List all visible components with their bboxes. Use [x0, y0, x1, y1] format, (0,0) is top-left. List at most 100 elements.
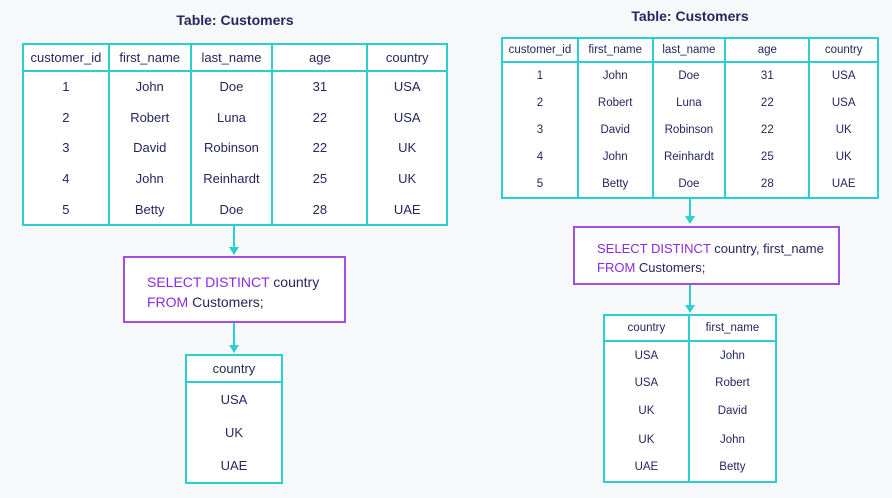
left-result-header-row: country: [186, 355, 282, 383]
right-customers-header-last-name: last_name: [652, 38, 727, 63]
left-sql-table: Customers;: [188, 294, 264, 310]
left-arrow-line-2: [233, 323, 235, 346]
left-customers-cell-last-name: Luna: [190, 101, 274, 133]
left-sql-columns: country: [269, 274, 320, 290]
right-customers-cell-age: 22: [725, 116, 811, 144]
left-customers-cell-first-name: David: [108, 132, 192, 164]
right-customers-cell-first-name: John: [577, 62, 654, 90]
left-customers-cell-last-name: Reinhardt: [190, 163, 274, 195]
left-result-cell-country: UAE: [220, 458, 248, 474]
right-result-cell-first-name: David: [717, 405, 748, 418]
right-customers-header-customer-id: customer_id: [502, 38, 579, 63]
table-row: USA Robert: [604, 369, 776, 398]
right-customers-cell-last-name: Doe: [652, 62, 727, 90]
table-row: UK John: [604, 425, 776, 454]
right-result-cell-first-name: Betty: [719, 461, 746, 474]
right-sql-table: Customers;: [635, 260, 706, 275]
right-sql-query-box: SELECT DISTINCT country, first_name FROM…: [573, 226, 840, 285]
left-sql-line-1: SELECT DISTINCT country: [147, 272, 344, 292]
right-customers-cell-country: UAE: [831, 177, 856, 190]
right-arrow-line-2: [689, 285, 691, 306]
left-customers-header-customer-id: customer_id: [23, 44, 110, 72]
table-row: UK: [186, 416, 282, 450]
right-result-cell-country: USA: [604, 369, 690, 398]
left-customers-cell-last-name: Doe: [190, 194, 274, 225]
left-arrow-line-1: [233, 226, 235, 248]
table-row: UAE: [186, 449, 282, 483]
right-sql-columns: country, first_name: [710, 241, 824, 256]
left-customers-cell-age: 28: [272, 194, 369, 225]
left-customers-cell-country: UAE: [393, 201, 421, 217]
left-customers-cell-country: USA: [393, 109, 421, 125]
left-customers-cell-country: UK: [398, 140, 417, 156]
right-customers-cell-customer-id: 3: [502, 116, 579, 144]
table-row: USA: [186, 382, 282, 416]
left-customers-header-first-name: first_name: [108, 44, 192, 72]
left-customers-cell-first-name: Robert: [108, 101, 192, 133]
left-customers-cell-customer-id: 2: [23, 101, 110, 133]
right-customers-cell-customer-id: 4: [502, 143, 579, 171]
right-customers-cell-last-name: Doe: [652, 170, 727, 198]
right-customers-cell-country: USA: [831, 96, 856, 109]
left-customers-cell-last-name: Robinson: [190, 132, 274, 164]
left-result-cell-country: USA: [220, 391, 248, 407]
right-sql-line-1: SELECT DISTINCT country, first_name: [597, 239, 838, 258]
right-arrow-head-2: [685, 305, 695, 313]
left-customers-header-age: age: [272, 44, 369, 72]
right-customers-cell-last-name: Luna: [652, 89, 727, 117]
right-arrow-line-1: [689, 199, 691, 217]
left-customers-cell-first-name: John: [108, 163, 192, 195]
right-result-header-first-name: first_name: [688, 315, 776, 342]
left-result-table: country USA UK UAE: [185, 354, 283, 484]
left-sql-line-2: FROM Customers;: [147, 292, 344, 312]
right-table-title: Table: Customers: [631, 8, 749, 24]
right-arrow-head-1: [685, 216, 695, 224]
right-customers-header-first-name: first_name: [577, 38, 654, 63]
right-customers-cell-customer-id: 1: [502, 62, 579, 90]
right-customers-cell-customer-id: 5: [502, 170, 579, 198]
right-customers-cell-country: UK: [835, 151, 852, 164]
left-arrow-head-1: [229, 247, 239, 255]
left-customers-cell-customer-id: 5: [23, 194, 110, 225]
right-sql-line-2: FROM Customers;: [597, 258, 838, 277]
right-customers-cell-first-name: Betty: [577, 170, 654, 198]
left-customers-cell-age: 31: [272, 71, 369, 102]
right-sql-keyword-select: SELECT DISTINCT: [597, 241, 711, 256]
right-result-cell-country: USA: [604, 341, 690, 370]
right-customers-header-age: age: [725, 38, 811, 63]
right-customers-cell-country: USA: [831, 70, 856, 83]
left-customers-cell-first-name: John: [108, 71, 192, 102]
right-result-cell-first-name: John: [719, 433, 745, 446]
left-customers-cell-customer-id: 1: [23, 71, 110, 102]
left-customers-cell-age: 22: [272, 132, 369, 164]
left-customers-header-country: country: [367, 44, 447, 72]
right-customers-cell-age: 28: [725, 170, 811, 198]
right-customers-cell-customer-id: 2: [502, 89, 579, 117]
table-row: USA John: [604, 341, 776, 370]
right-result-cell-country: UK: [604, 397, 690, 426]
right-sql-keyword-from: FROM: [597, 260, 636, 275]
right-customers-cell-first-name: John: [577, 143, 654, 171]
left-customers-cell-first-name: Betty: [108, 194, 192, 225]
right-customers-cell-first-name: Robert: [577, 89, 654, 117]
left-customers-cell-age: 25: [272, 163, 369, 195]
right-result-cell-country: UK: [604, 425, 690, 454]
right-customers-cell-first-name: David: [577, 116, 654, 144]
right-result-cell-first-name: John: [719, 349, 745, 362]
right-customers-cell-last-name: Reinhardt: [652, 143, 727, 171]
left-customers-cell-customer-id: 4: [23, 163, 110, 195]
left-customers-cell-country: USA: [393, 79, 421, 95]
right-result-cell-first-name: Robert: [715, 377, 750, 390]
